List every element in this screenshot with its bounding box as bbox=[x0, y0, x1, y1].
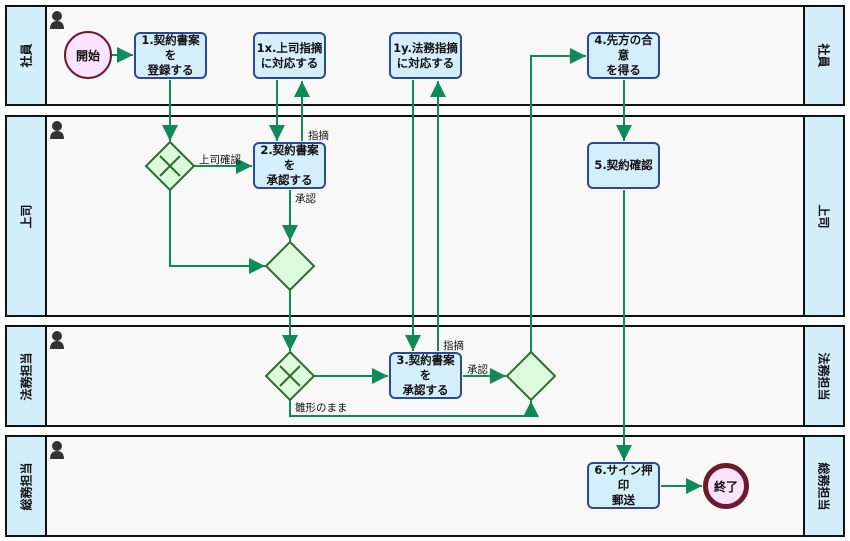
task-label-line2: に対応する bbox=[396, 55, 455, 70]
task-manager-approve[interactable]: 2.契約書案を承認する bbox=[253, 142, 326, 189]
lane-manager: 上司 上司 bbox=[5, 115, 845, 317]
task-label-line1: 4.先方の合意 bbox=[594, 33, 653, 62]
start-event-label: 開始 bbox=[75, 48, 100, 63]
x-icon bbox=[159, 155, 181, 177]
task-label-line1: 1x.上司指摘 bbox=[256, 40, 323, 55]
flow-label-legal-approve: 承認 bbox=[467, 364, 488, 376]
task-label-line2: 登録する bbox=[147, 63, 194, 77]
person-icon bbox=[50, 121, 64, 139]
person-icon bbox=[50, 11, 64, 29]
task-legal-approve[interactable]: 3.契約書案を承認する bbox=[389, 352, 462, 399]
task-label-line1: 1y.法務指摘 bbox=[393, 40, 458, 55]
task-label-line2: 郵送 bbox=[612, 493, 635, 507]
gateway-exclusive-manager[interactable] bbox=[144, 140, 196, 192]
task-label-line1: 3.契約書案を bbox=[396, 353, 455, 382]
gateway-merge-manager[interactable] bbox=[264, 240, 316, 292]
lane-label-left: 社員 bbox=[7, 7, 47, 104]
lane-label-right: 総務担当 bbox=[803, 437, 843, 535]
gateway-exclusive-legal[interactable] bbox=[264, 350, 316, 402]
flow-label-manager-point-out: 指摘 bbox=[308, 130, 329, 142]
flow-g4-to-t4[interactable] bbox=[530, 48, 586, 352]
task-get-counterparty-agreement[interactable]: 4.先方の合意を得る bbox=[587, 32, 660, 79]
end-event-label: 終了 bbox=[713, 479, 738, 494]
flow-label-manager-check: 上司確認 bbox=[199, 154, 241, 166]
task-label-line2: を得る bbox=[606, 63, 641, 77]
lane-label-left: 法務担当 bbox=[7, 327, 47, 425]
lane-label-left: 上司 bbox=[7, 117, 47, 315]
lane-label-left: 総務担当 bbox=[7, 437, 47, 535]
task-respond-manager-comments[interactable]: 1x.上司指摘に対応する bbox=[253, 32, 326, 79]
gateway-merge-legal[interactable] bbox=[505, 350, 557, 402]
flow-label-template-as-is: 雛形のまま bbox=[295, 402, 348, 414]
flow-g3-to-g4[interactable] bbox=[289, 400, 539, 417]
flow-g1-to-g2[interactable] bbox=[169, 190, 265, 274]
task-register-draft[interactable]: 1.契約書案を登録する bbox=[134, 32, 207, 79]
task-respond-legal-comments[interactable]: 1y.法務指摘に対応する bbox=[389, 32, 462, 79]
task-label-line2: 承認する bbox=[402, 383, 449, 397]
task-label-line1: 2.契約書案を bbox=[260, 143, 319, 172]
start-event[interactable]: 開始 bbox=[64, 31, 112, 79]
task-label-line2: 承認する bbox=[266, 173, 313, 187]
end-event[interactable]: 終了 bbox=[703, 463, 749, 509]
task-label-line1: 5.契約確認 bbox=[594, 158, 653, 172]
flow-label-manager-approve: 承認 bbox=[295, 193, 316, 205]
task-label-line2: に対応する bbox=[260, 55, 319, 70]
lane-label-right: 社員 bbox=[803, 7, 843, 104]
flow-label-legal-point-out: 指摘 bbox=[443, 340, 464, 352]
task-contract-check[interactable]: 5.契約確認 bbox=[587, 142, 660, 189]
x-icon bbox=[279, 365, 301, 387]
person-icon bbox=[50, 441, 64, 459]
task-label-line1: 1.契約書案を bbox=[141, 33, 200, 62]
person-icon bbox=[50, 331, 64, 349]
lane-label-right: 上司 bbox=[803, 117, 843, 315]
lane-label-right: 法務担当 bbox=[803, 327, 843, 425]
task-sign-stamp-mail[interactable]: 6.サイン押印郵送 bbox=[587, 462, 660, 509]
task-label-line1: 6.サイン押印 bbox=[594, 463, 653, 492]
